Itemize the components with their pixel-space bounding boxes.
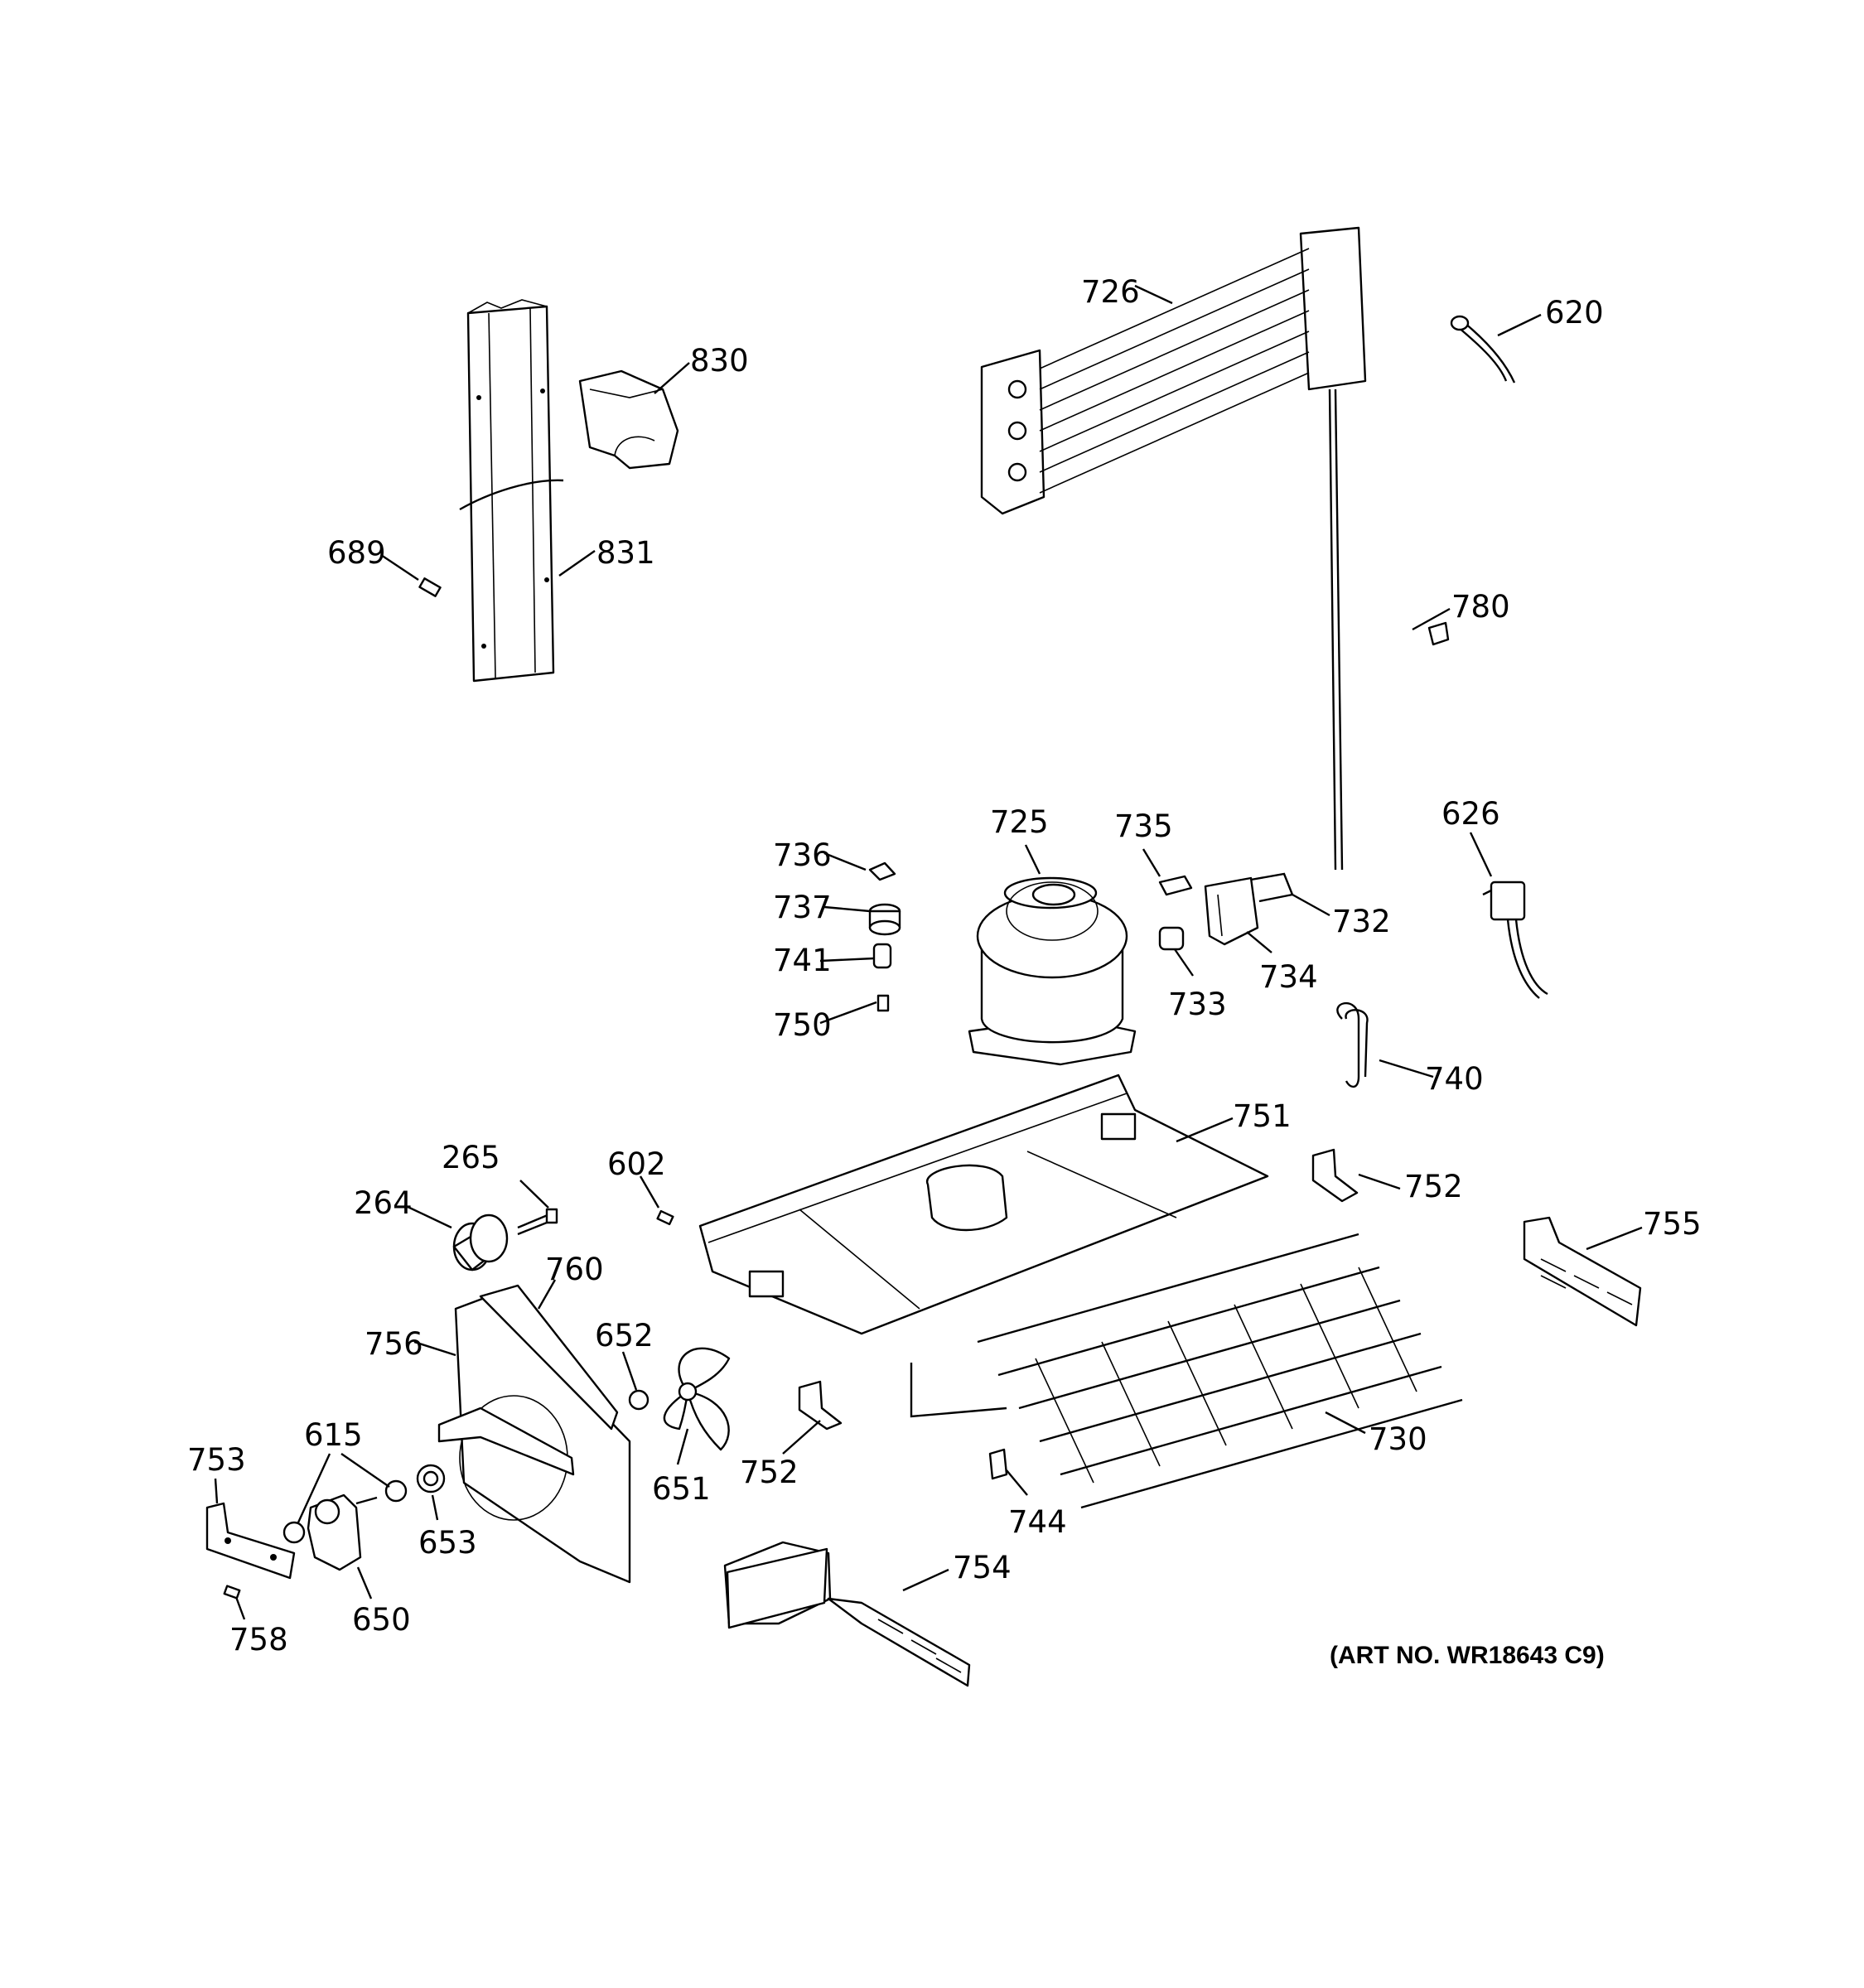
part-265-bolt bbox=[517, 1208, 558, 1236]
part-732-clip bbox=[1250, 872, 1294, 903]
part-626-harness bbox=[1482, 881, 1548, 999]
part-264-weight bbox=[452, 1214, 509, 1271]
part-744-clip bbox=[988, 1448, 1008, 1480]
callout-730: 730 bbox=[1369, 1421, 1427, 1457]
part-651-fan-blade bbox=[663, 1347, 731, 1451]
callout-740: 740 bbox=[1425, 1061, 1484, 1097]
part-615-grommet-left bbox=[282, 1521, 306, 1544]
part-733-overload bbox=[1158, 926, 1185, 951]
part-753-bracket bbox=[205, 1502, 296, 1580]
part-652-nut bbox=[628, 1389, 650, 1411]
part-751-base-pan bbox=[698, 1074, 1269, 1335]
callout-734: 734 bbox=[1259, 959, 1318, 995]
callout-labels: 726 620 830 689 831 780 626 725 735 736 … bbox=[187, 274, 1702, 1669]
part-653-nut bbox=[416, 1464, 446, 1493]
callout-733: 733 bbox=[1168, 987, 1227, 1022]
callout-620: 620 bbox=[1545, 295, 1604, 331]
callout-732: 732 bbox=[1332, 904, 1391, 939]
callout-736: 736 bbox=[773, 837, 832, 873]
art-number: (ART NO. WR18643 C9) bbox=[1330, 1642, 1605, 1669]
callout-615: 615 bbox=[304, 1417, 363, 1453]
part-730-coil bbox=[910, 1233, 1463, 1509]
part-737-grommet bbox=[868, 903, 901, 936]
part-620-cord bbox=[1450, 315, 1516, 384]
callout-602: 602 bbox=[607, 1146, 666, 1182]
callout-744: 744 bbox=[1008, 1504, 1067, 1540]
callout-652: 652 bbox=[595, 1318, 654, 1353]
callout-831: 831 bbox=[596, 535, 655, 571]
part-726-condenser bbox=[980, 226, 1367, 871]
callout-265: 265 bbox=[442, 1140, 500, 1175]
part-752-bracket-upper bbox=[1311, 1148, 1359, 1203]
part-735-cover bbox=[1158, 875, 1193, 896]
callout-752-upper: 752 bbox=[1404, 1169, 1463, 1204]
leader-lines bbox=[214, 284, 1643, 1620]
callout-780: 780 bbox=[1451, 589, 1510, 625]
part-758-screw bbox=[223, 1585, 241, 1600]
part-734-relay bbox=[1204, 876, 1259, 946]
callout-626: 626 bbox=[1441, 796, 1500, 832]
callout-726: 726 bbox=[1081, 274, 1140, 310]
callout-756: 756 bbox=[365, 1326, 423, 1362]
callout-650: 650 bbox=[352, 1602, 411, 1638]
callout-750: 750 bbox=[773, 1007, 832, 1043]
callout-653: 653 bbox=[418, 1525, 477, 1561]
part-615-grommet-right bbox=[384, 1479, 408, 1503]
callout-735: 735 bbox=[1114, 808, 1173, 844]
part-736-grommet bbox=[868, 861, 896, 881]
part-760-seal bbox=[479, 1284, 619, 1431]
part-725-compressor bbox=[968, 876, 1137, 1066]
callout-754: 754 bbox=[953, 1550, 1012, 1585]
callout-264: 264 bbox=[354, 1185, 413, 1221]
callout-830: 830 bbox=[690, 343, 749, 379]
part-780-clip bbox=[1427, 621, 1450, 646]
callout-758: 758 bbox=[229, 1622, 288, 1657]
callout-737: 737 bbox=[773, 890, 832, 925]
part-750-screw bbox=[876, 994, 890, 1012]
part-755-bracket bbox=[1523, 1216, 1642, 1327]
part-756-shroud bbox=[437, 1295, 631, 1584]
callout-760: 760 bbox=[545, 1252, 604, 1287]
part-689-screw bbox=[418, 577, 442, 597]
part-830-bracket bbox=[578, 369, 679, 470]
callout-651: 651 bbox=[652, 1471, 711, 1507]
callout-741: 741 bbox=[773, 943, 832, 978]
part-831-channel bbox=[459, 299, 564, 683]
part-752-bracket-lower bbox=[798, 1380, 843, 1431]
callout-725: 725 bbox=[990, 804, 1049, 840]
callout-751: 751 bbox=[1233, 1098, 1292, 1134]
callout-755: 755 bbox=[1643, 1206, 1702, 1242]
callout-752-lower: 752 bbox=[740, 1455, 799, 1490]
callout-753: 753 bbox=[187, 1442, 246, 1478]
callout-689: 689 bbox=[327, 535, 386, 571]
part-602-screw bbox=[656, 1209, 674, 1226]
part-741-sleeve bbox=[872, 943, 892, 969]
part-650-fan-motor bbox=[307, 1493, 378, 1571]
part-754-drain-pan bbox=[723, 1541, 971, 1687]
part-740-wire bbox=[1336, 1002, 1369, 1088]
